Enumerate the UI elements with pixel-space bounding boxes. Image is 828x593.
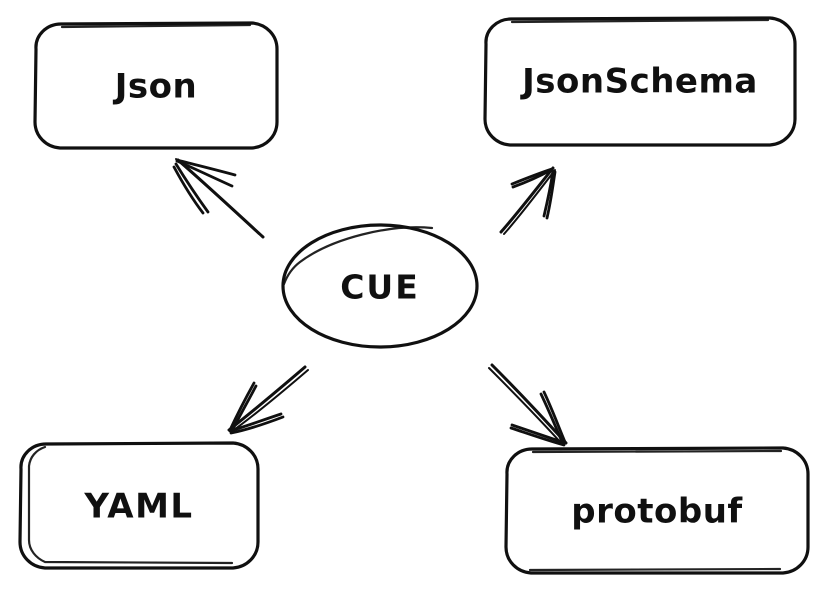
edge-cue-to-jsonschema-shaft-ghost (503, 169, 556, 235)
edge-cue-to-yaml-shaft-ghost (230, 369, 309, 433)
edge-cue-to-protobuf-barb-left (510, 423, 567, 445)
node-cue[interactable]: CUE (281, 223, 479, 349)
node-cue-ellipse (281, 223, 479, 349)
edge-cue-to-json[interactable] (172, 158, 265, 239)
edge-cue-to-protobuf[interactable] (488, 363, 568, 447)
edge-cue-to-jsonschema-barb-down (542, 169, 555, 218)
node-jsonschema-label: JsonSchema (520, 62, 758, 102)
edge-cue-to-yaml-barb-right (228, 412, 283, 433)
edge-cue-to-json-barb-upper2 (175, 159, 234, 188)
edge-cue-to-yaml-barb-up2 (230, 384, 258, 433)
node-json-box-ghost (60, 23, 252, 29)
node-json-box (33, 21, 279, 150)
node-protobuf[interactable]: protobuf (504, 446, 810, 575)
edge-cue-to-json-shaft-ghost (175, 158, 260, 235)
edge-cue-to-protobuf-barb-up (542, 390, 567, 444)
edge-cue-to-jsonschema-shaft (499, 166, 555, 234)
edge-cue-to-yaml-shaft (227, 365, 307, 432)
node-jsonschema-box (483, 16, 797, 147)
node-jsonschema-box-ghost (510, 18, 770, 24)
edge-cue-to-json-barb-upper (175, 158, 237, 177)
node-protobuf-box (504, 446, 810, 575)
edge-cue-to-jsonschema-barb-down2 (545, 170, 557, 220)
node-protobuf-label: protobuf (571, 492, 743, 532)
edge-cue-to-jsonschema[interactable] (499, 166, 557, 235)
edge-cue-to-yaml[interactable] (227, 365, 309, 435)
node-jsonschema[interactable]: JsonSchema (483, 16, 797, 147)
node-protobuf-box-ghost (528, 449, 783, 572)
edge-cue-to-jsonschema-barb-left2 (511, 168, 553, 189)
edge-cue-to-protobuf-shaft-ghost (488, 367, 564, 446)
node-yaml-box (18, 441, 260, 570)
node-json-label: Json (113, 67, 197, 107)
node-cue-ellipse-ghost (282, 226, 434, 286)
node-yaml-label: YAML (83, 487, 193, 527)
edge-cue-to-protobuf-barb-left2 (509, 426, 566, 447)
node-cue-label: CUE (340, 268, 420, 307)
edge-cue-to-json-barb-lower2 (172, 165, 205, 215)
edge-cue-to-yaml-barb-up (228, 381, 256, 432)
node-yaml[interactable]: YAML (18, 441, 260, 570)
node-json[interactable]: Json (33, 21, 279, 150)
edge-cue-to-json-barb-lower (174, 162, 210, 214)
node-yaml-box-ghost (27, 445, 234, 565)
edge-cue-to-yaml-barb-right2 (229, 415, 285, 435)
